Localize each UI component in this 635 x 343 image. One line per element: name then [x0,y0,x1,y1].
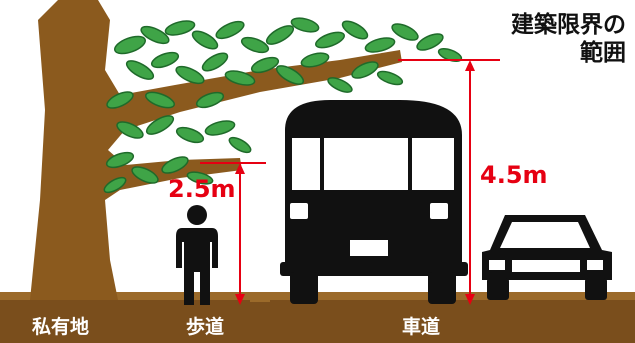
bus-bumper [280,262,468,276]
tree-trunk [30,0,402,300]
pedestrian-icon [176,205,218,305]
bus-wheel-right [428,272,456,304]
roadway-height-label: 4.5m [480,161,548,189]
roadway-clearance-marker [398,59,500,305]
title-line-2: 範囲 [580,39,626,66]
ground-label-private-land: 私有地 [32,315,89,338]
foliage [103,17,463,194]
ground-label-roadway: 車道 [402,315,440,338]
car-wheel-left [487,278,509,300]
bus-icon [280,100,468,304]
bus-window-center [324,138,408,190]
car-light-left [489,260,505,270]
sidewalk-height-label: 2.5m [168,175,236,203]
car-grille [512,260,580,272]
car-light-right [587,260,603,270]
bus-window-right [412,138,454,190]
bus-headlight-right [430,203,448,219]
ground-label-sidewalk: 歩道 [186,315,224,338]
bus-headlight-left [290,203,308,219]
car-windshield [500,222,590,248]
car-icon [482,215,612,300]
car-wheel-right [585,278,607,300]
bus-window-left [292,138,320,190]
sidewalk-clearance-marker [200,162,266,305]
bus-wheel-left [290,272,318,304]
curb [250,292,270,302]
bus-plate [350,240,388,256]
tree [30,0,463,300]
title-line-1: 建築限界の [511,11,626,38]
